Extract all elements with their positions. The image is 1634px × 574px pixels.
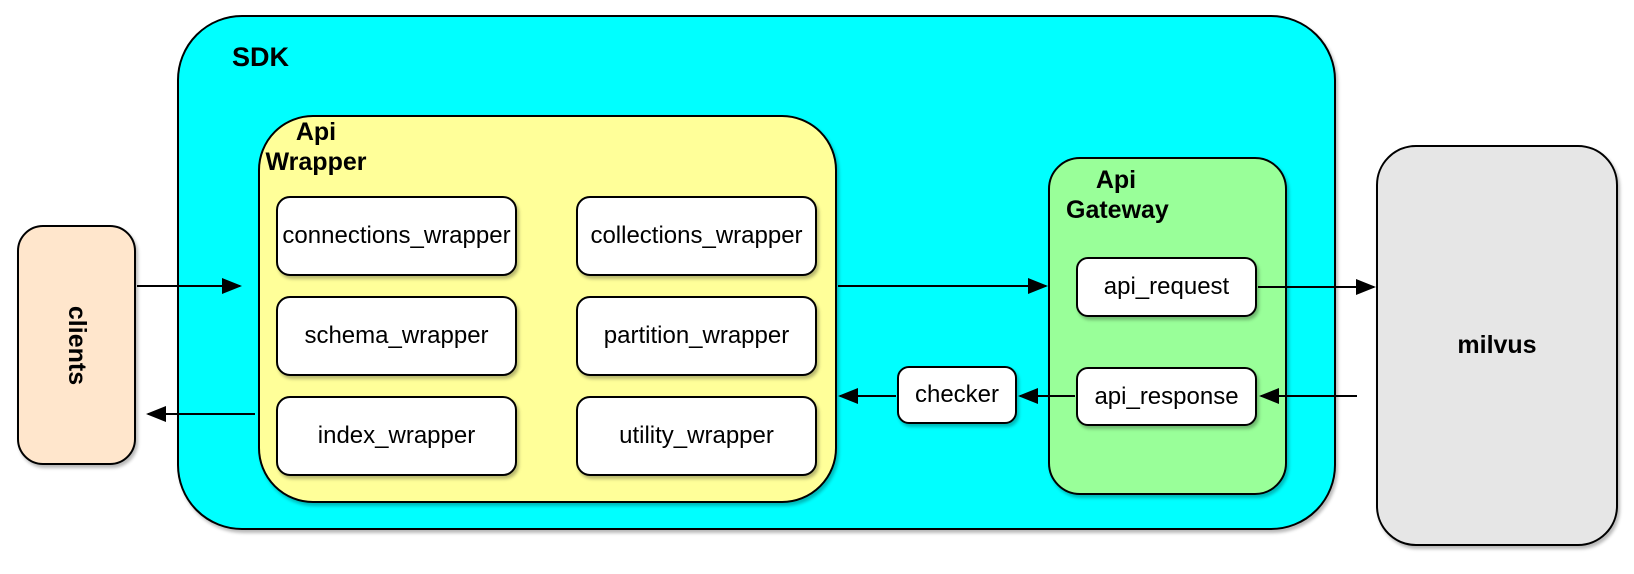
connections-wrapper-node: connections_wrapper [276, 196, 517, 276]
milvus-node: milvus [1376, 145, 1618, 546]
checker-node: checker [897, 366, 1017, 424]
milvus-label: milvus [1457, 331, 1537, 359]
api-wrapper-label: Api Wrapper [265, 118, 367, 176]
api-request-node: api_request [1076, 257, 1257, 317]
collections-wrapper-node: collections_wrapper [576, 196, 817, 276]
api-response-node: api_response [1076, 367, 1257, 426]
schema-wrapper-node: schema_wrapper [276, 296, 517, 376]
api-gateway-container [1048, 157, 1287, 495]
utility-wrapper-node: utility_wrapper [576, 396, 817, 476]
index-wrapper-node: index_wrapper [276, 396, 517, 476]
partition-wrapper-node: partition_wrapper [576, 296, 817, 376]
clients-label: clients [62, 305, 91, 385]
api-gateway-label: Api Gateway [1066, 166, 1169, 224]
sdk-label: SDK [232, 42, 290, 72]
clients-node: clients [17, 225, 136, 465]
